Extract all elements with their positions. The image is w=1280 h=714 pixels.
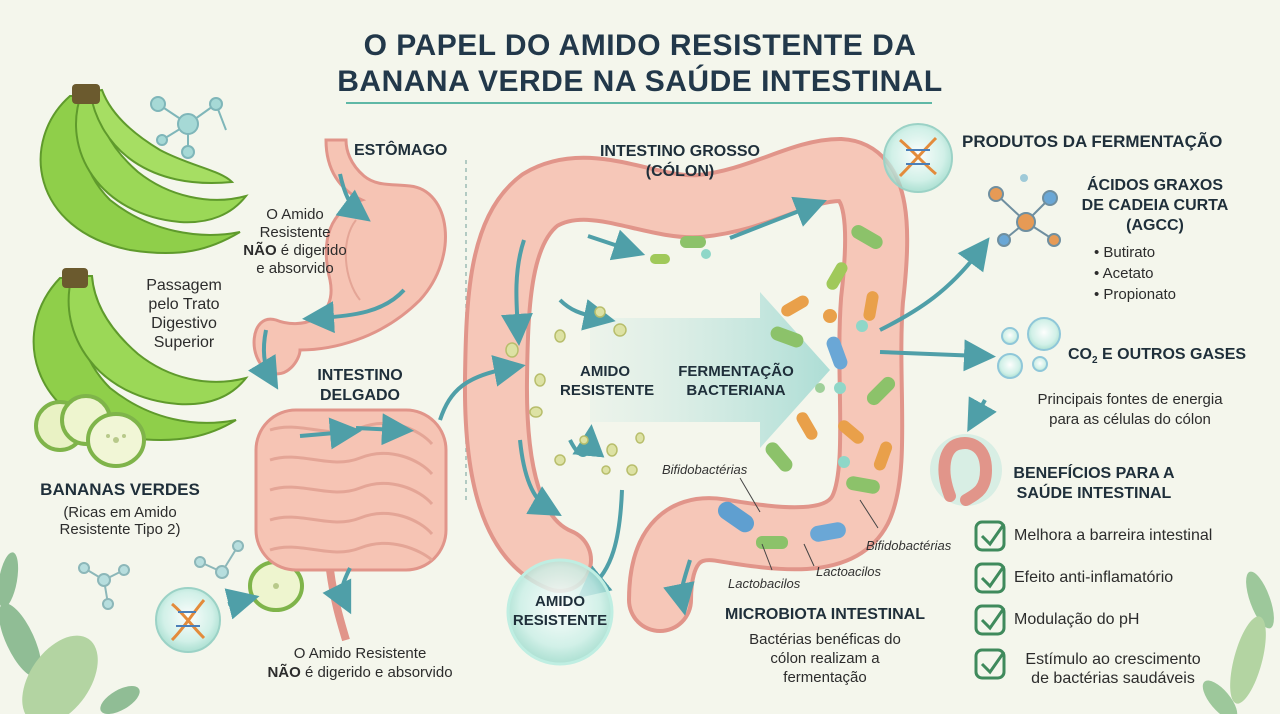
bananas-subtitle-1: (Ricas em Amido: [63, 504, 177, 521]
gases-label: CO2 E OUTROS GASES: [1068, 346, 1246, 366]
molecule-icon: [150, 96, 227, 159]
amido-bubble-label-2: RESISTENTE: [512, 612, 608, 629]
colon-label-1: INTESTINO GROSSO: [599, 143, 760, 160]
microbiota-line-2: cólon realizam a: [770, 650, 880, 667]
gas-bubbles-icon: [997, 317, 1061, 379]
microbiota-line-1: Bactérias benéficas do: [749, 631, 901, 648]
energy-line-1: Principais fontes de energia: [1037, 391, 1223, 408]
small-intestine-note-1: O Amido Resistente: [293, 645, 427, 662]
agcc-item-propionato: • Propionato: [1094, 286, 1176, 303]
stomach-note-bold: NÃO: [243, 242, 277, 259]
dna-bubble-icon: [155, 587, 221, 653]
check-icons: [974, 520, 1006, 680]
energy-note: Principais fontes de energia para as cél…: [1010, 390, 1250, 430]
benefit-item-barreira: Melhora a barreira intestinal: [1014, 527, 1213, 544]
fermentacao-label: FERMENTAÇÃO BACTERIANA: [668, 362, 804, 400]
colon-icon: [930, 434, 1002, 506]
small-intestine-note-bold: NÃO: [267, 664, 301, 681]
benefit-item-ph: Modulação do pH: [1014, 611, 1140, 628]
page-title: O PAPEL DO AMIDO RESISTENTE DA BANANA VE…: [0, 28, 1280, 100]
small-intestine-label-2: DELGADO: [320, 387, 400, 404]
benefits-title-2: SAÚDE INTESTINAL: [1016, 485, 1172, 502]
colon-label-2: (CÓLON): [645, 163, 715, 180]
benefit-item-4-line-2: de bactérias saudáveis: [1031, 670, 1195, 687]
green-banana-bunch-top: [39, 84, 249, 255]
benefit-item-anti-inflamatorio: Efeito anti-inflamatório: [1014, 569, 1174, 586]
gases-post: E OUTROS GASES: [1097, 346, 1247, 363]
small-intestine-note-rest: é digerido e absorvido: [300, 664, 453, 681]
passage-line-4: Superior: [153, 334, 215, 351]
colon-label: INTESTINO GROSSO (CÓLON): [570, 142, 790, 182]
gases-pre: CO: [1068, 346, 1092, 363]
colon-organ: [462, 136, 910, 633]
bacteria-label-lactoacilos: Lactoacilos: [816, 564, 882, 579]
fermentation-arrow: [590, 292, 830, 448]
products-title: PRODUTOS DA FERMENTAÇÃO: [962, 132, 1223, 151]
stomach-note-2: Resistente: [259, 224, 331, 241]
agcc-line-3: (AGCC): [1126, 217, 1184, 234]
microbiota-line-3: fermentação: [783, 669, 867, 686]
stomach-note-1: O Amido: [266, 206, 324, 223]
bacteria-label-pointers: [739, 477, 879, 571]
passage-line-3: Digestivo: [151, 315, 217, 332]
bacteria-label-lactobacilos: Lactobacilos: [728, 576, 801, 591]
stomach-note: O Amido Resistente NÃO é digerido e abso…: [240, 206, 350, 278]
passage-line-1: Passagem: [146, 277, 222, 294]
benefit-item-4-line-1: Estímulo ao crescimento: [1025, 651, 1201, 668]
leaves-left-decoration: [0, 552, 140, 714]
benefits-title-1: BENEFÍCIOS PARA A: [1013, 465, 1175, 482]
bacteria-label-bifido-2: Bifidobactérias: [866, 538, 952, 553]
agcc-item-butirato: • Butirato: [1094, 244, 1156, 261]
bacteria-cluster: [650, 225, 896, 549]
microbiota-title: MICROBIOTA INTESTINAL: [725, 606, 925, 623]
small-intestine-label-1: INTESTINO: [317, 367, 403, 384]
starch-granules: [505, 306, 645, 476]
banana-slices: [34, 394, 146, 468]
stomach-note-4: e absorvido: [256, 260, 334, 277]
microbiota-block: MICROBIOTA INTESTINAL Bactérias benéfica…: [700, 606, 950, 687]
dna-bubble-icon-top: [883, 123, 953, 193]
benefits-title: BENEFÍCIOS PARA A SAÚDE INTESTINAL: [1004, 464, 1184, 504]
energy-line-2: para as células do cólon: [1049, 411, 1211, 428]
amido-resistente-bubble: [506, 558, 614, 666]
agcc-list: • Butirato • Acetato • Propionato: [1094, 242, 1176, 305]
fermentacao-label-1: FERMENTAÇÃO: [678, 363, 794, 380]
small-intestine-note-2: NÃO é digerido e absorvido: [250, 663, 470, 682]
bananas-label: BANANAS VERDES (Ricas em Amido Resistent…: [20, 480, 220, 538]
stomach-note-rest: é digerido: [276, 242, 347, 259]
bananas-title: BANANAS VERDES: [40, 480, 200, 499]
benefit-item-crescimento: Estímulo ao crescimento de bactérias sau…: [1008, 650, 1218, 688]
amido-label-2: RESISTENTE: [560, 382, 655, 399]
amido-bubble-label-1: AMIDO: [535, 593, 585, 610]
stomach-organ: [252, 138, 447, 376]
small-intestine-label: INTESTINO DELGADO: [300, 366, 420, 406]
passage-line-2: pelo Trato: [148, 296, 220, 313]
title-line-2: BANANA VERDE NA SAÚDE INTESTINAL: [337, 65, 943, 98]
agcc-label: ÁCIDOS GRAXOS DE CADEIA CURTA (AGCC): [1060, 176, 1250, 236]
amido-bubble-label: AMIDO RESISTENTE: [500, 592, 620, 630]
gases-sub: 2: [1092, 355, 1098, 367]
bacteria-label-bifido-1: Bifidobactérias: [662, 462, 748, 477]
agcc-item-acetato: • Acetato: [1094, 265, 1154, 282]
passage-label: Passagem pelo Trato Digestivo Superior: [130, 276, 238, 352]
stomach-label: ESTÔMAGO: [354, 142, 448, 159]
agcc-line-2: DE CADEIA CURTA: [1081, 197, 1229, 214]
fermentacao-label-2: BACTERIANA: [686, 382, 786, 399]
stomach-note-3: NÃO é digerido: [240, 242, 350, 260]
molecule-icon-small: [78, 540, 244, 610]
title-underline: [346, 102, 932, 104]
title-line-1: O PAPEL DO AMIDO RESISTENTE DA: [363, 29, 917, 62]
amido-label-1: AMIDO: [580, 363, 630, 380]
agcc-molecule-icon: [988, 174, 1061, 247]
agcc-line-1: ÁCIDOS GRAXOS: [1086, 177, 1223, 194]
bananas-subtitle-2: Resistente Tipo 2): [59, 521, 181, 538]
amido-resistente-label: AMIDO RESISTENTE: [560, 362, 655, 400]
flow-arrows: [224, 173, 997, 620]
leaves-right-decoration: [1202, 571, 1274, 714]
small-intestine-note: O Amido Resistente NÃO é digerido e abso…: [250, 644, 470, 682]
